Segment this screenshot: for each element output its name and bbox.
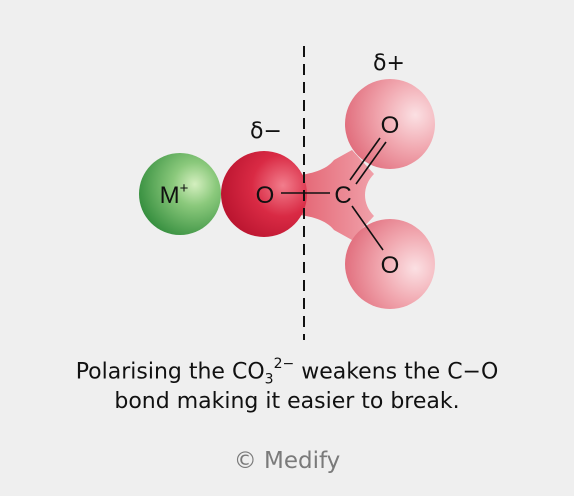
caption-subscript: 3 xyxy=(264,371,274,388)
caption-text-prefix: Polarising the CO xyxy=(75,359,265,385)
bond-c-o-top-2 xyxy=(355,141,387,185)
oxygen-left-label: O xyxy=(256,182,275,209)
carbon-label: C xyxy=(334,182,351,209)
caption-text-suffix: weakens the C−O xyxy=(294,359,499,385)
copyright-notice: © Medify xyxy=(233,448,341,474)
oxygen-left-sphere xyxy=(221,151,307,237)
oxygen-bottom-sphere xyxy=(345,219,435,309)
carbonate-ion-body xyxy=(292,79,435,309)
carbonate-polarisation-diagram: M+ O C O O δ− δ+ xyxy=(139,46,435,340)
oxygen-bottom-label: O xyxy=(381,252,400,279)
oxygen-top-sphere xyxy=(345,79,435,169)
delta-plus-label: δ+ xyxy=(373,51,405,76)
oxygen-top-label: O xyxy=(381,112,400,139)
delta-minus-label: δ− xyxy=(250,119,282,144)
bond-c-o-top-1 xyxy=(349,137,381,181)
metal-ion-sphere xyxy=(139,153,221,235)
bond-c-o-bottom xyxy=(351,205,384,251)
bond-lines xyxy=(281,137,387,251)
metal-ion-label: M+ xyxy=(160,180,189,209)
caption-line-2: bond making it easier to break. xyxy=(114,389,460,414)
caption-line-1: Polarising the CO32− weakens the C−O xyxy=(0,348,574,398)
caption-superscript: 2− xyxy=(273,356,295,372)
